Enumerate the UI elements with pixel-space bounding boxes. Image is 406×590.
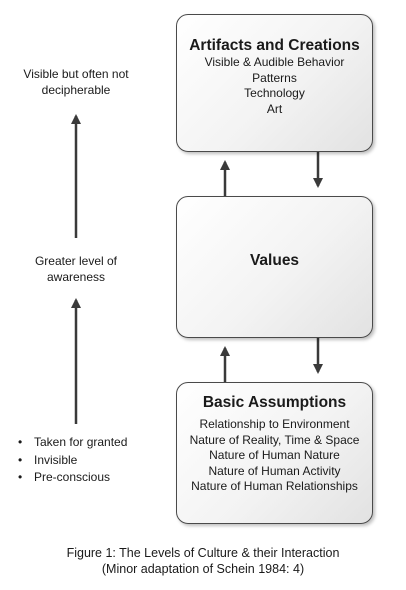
caption-line: (Minor adaptation of Schein 1984: 4) bbox=[101, 562, 305, 576]
list-item: • Pre-conscious bbox=[18, 469, 127, 487]
awareness-label: Greater level of awareness bbox=[10, 254, 142, 285]
bullet-icon: • bbox=[18, 470, 23, 484]
bullet-icon: • bbox=[18, 435, 23, 449]
artifacts-title: Artifacts and Creations bbox=[189, 37, 360, 54]
awareness-label-line: Greater level of bbox=[34, 254, 118, 268]
list-item-text: Pre-conscious bbox=[34, 470, 111, 484]
visibility-label-line: decipherable bbox=[41, 82, 111, 97]
artifacts-box: Artifacts and Creations Visible & Audibl… bbox=[176, 14, 373, 152]
visibility-label-line: Visible but often not bbox=[23, 67, 129, 81]
assumptions-line: Nature of Human Relationships bbox=[191, 479, 358, 493]
assumptions-box: Basic Assumptions Relationship to Enviro… bbox=[176, 382, 373, 524]
assumptions-line: Nature of Human Nature bbox=[209, 448, 340, 462]
values-title: Values bbox=[249, 252, 300, 269]
visibility-label: Visible but often not decipherable bbox=[10, 67, 142, 98]
artifacts-line: Technology bbox=[244, 86, 305, 100]
assumptions-line: Nature of Reality, Time & Space bbox=[189, 432, 360, 447]
bullet-icon: • bbox=[18, 452, 23, 467]
assumptions-title: Basic Assumptions bbox=[202, 394, 347, 411]
values-box: Values bbox=[176, 196, 373, 338]
caption-line: Figure 1: The Levels of Culture & their … bbox=[66, 546, 340, 560]
list-item-text: Invisible bbox=[34, 452, 78, 467]
artifacts-line: Visible & Audible Behavior bbox=[204, 55, 345, 69]
assumption-traits-list: • Taken for granted • Invisible • Pre-co… bbox=[18, 434, 127, 487]
figure-caption: Figure 1: The Levels of Culture & their … bbox=[0, 545, 406, 577]
list-item-text: Taken for granted bbox=[34, 435, 128, 449]
assumptions-line: Relationship to Environment bbox=[199, 417, 350, 431]
list-item: • Taken for granted bbox=[18, 434, 127, 452]
awareness-label-line: awareness bbox=[46, 269, 106, 284]
artifacts-line: Patterns bbox=[252, 70, 297, 85]
list-item: • Invisible bbox=[18, 452, 127, 470]
assumptions-line: Nature of Human Activity bbox=[208, 463, 341, 478]
artifacts-line: Art bbox=[266, 101, 283, 116]
